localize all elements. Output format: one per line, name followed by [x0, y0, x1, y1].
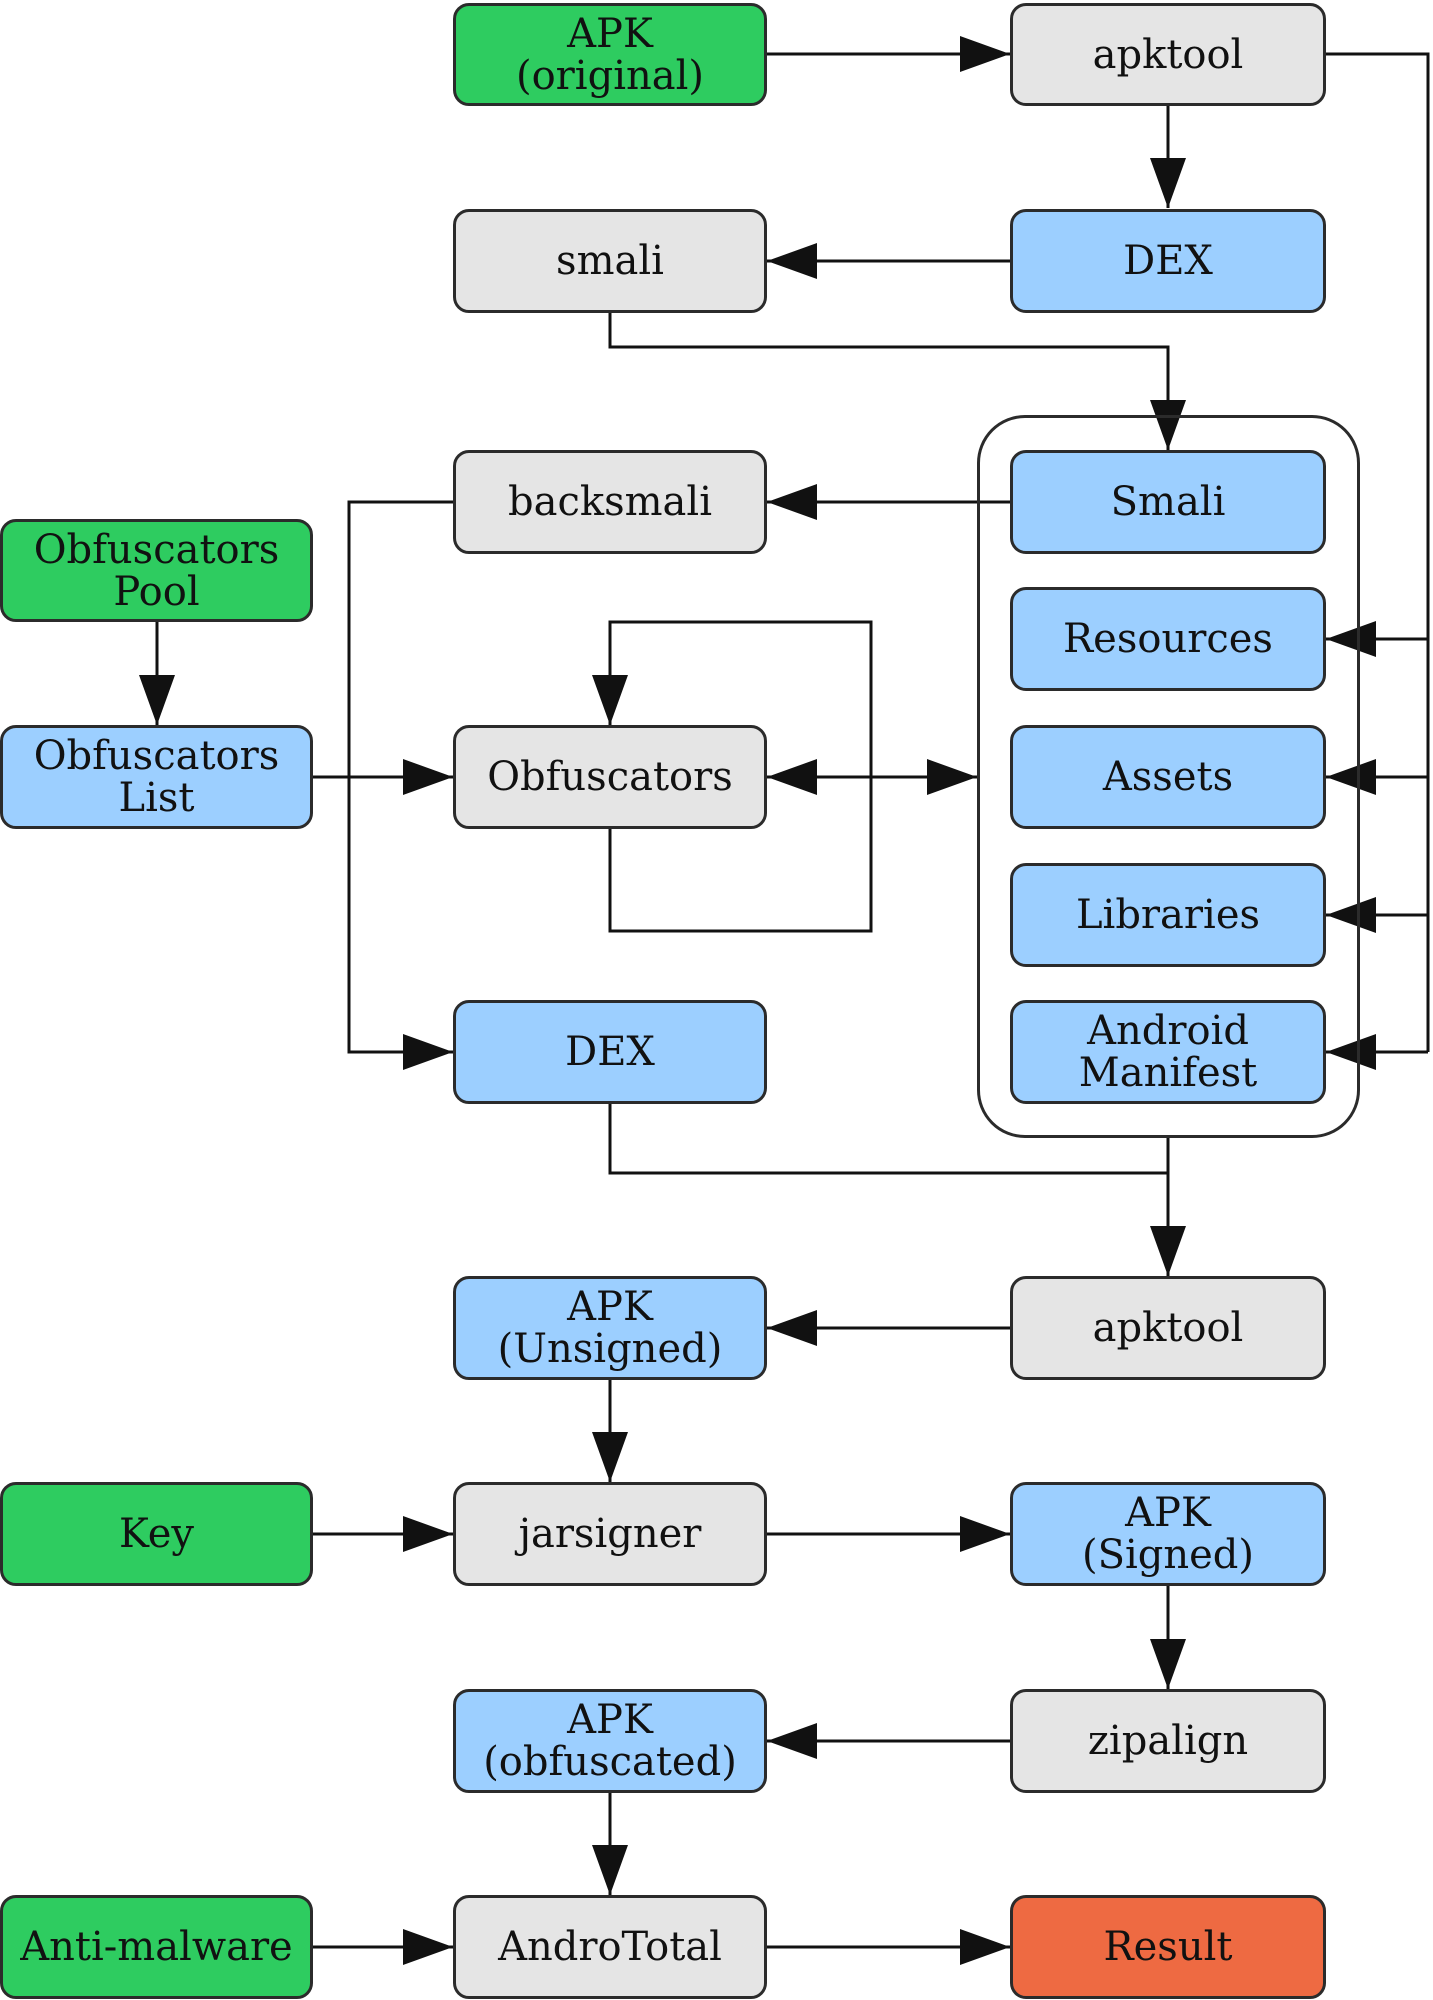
dex-mid-node: DEX [453, 1000, 767, 1104]
backsmali-node: backsmali [453, 450, 767, 554]
assets-node: Assets [1010, 725, 1326, 829]
apktool-top-node: apktool [1010, 3, 1326, 106]
edge-smali-to-smali-res [608, 313, 1186, 450]
resources-node: Resources [1010, 587, 1326, 691]
obfuscators-list-node: Obfuscators List [0, 725, 313, 829]
libraries-node: Libraries [1010, 863, 1326, 967]
jarsigner-node: jarsigner [453, 1482, 767, 1586]
anti-malware-node: Anti-malware [0, 1895, 313, 1999]
apk-signed-node: APK (Signed) [1010, 1482, 1326, 1586]
smali-tool-node: smali [453, 209, 767, 313]
smali-resource-node: Smali [1010, 450, 1326, 554]
apk-original-node: APK (original) [453, 3, 767, 106]
apk-contents-group [977, 415, 1360, 1138]
zipalign-node: zipalign [1010, 1689, 1326, 1793]
result-node: Result [1010, 1895, 1326, 1999]
key-node: Key [0, 1482, 313, 1586]
android-manifest-node: Android Manifest [1010, 1000, 1326, 1104]
obfuscators-node: Obfuscators [453, 725, 767, 829]
apk-obfuscated-node: APK (obfuscated) [453, 1689, 767, 1793]
edge-apktool-rail [1326, 52, 1430, 1052]
apktool-bottom-node: apktool [1010, 1276, 1326, 1380]
apk-unsigned-node: APK (Unsigned) [453, 1276, 767, 1380]
edge-dex-to-apktool [608, 1104, 1168, 1175]
andrototal-node: AndroTotal [453, 1895, 767, 1999]
dex-top-node: DEX [1010, 209, 1326, 313]
obfuscators-pool-node: Obfuscators Pool [0, 519, 313, 622]
